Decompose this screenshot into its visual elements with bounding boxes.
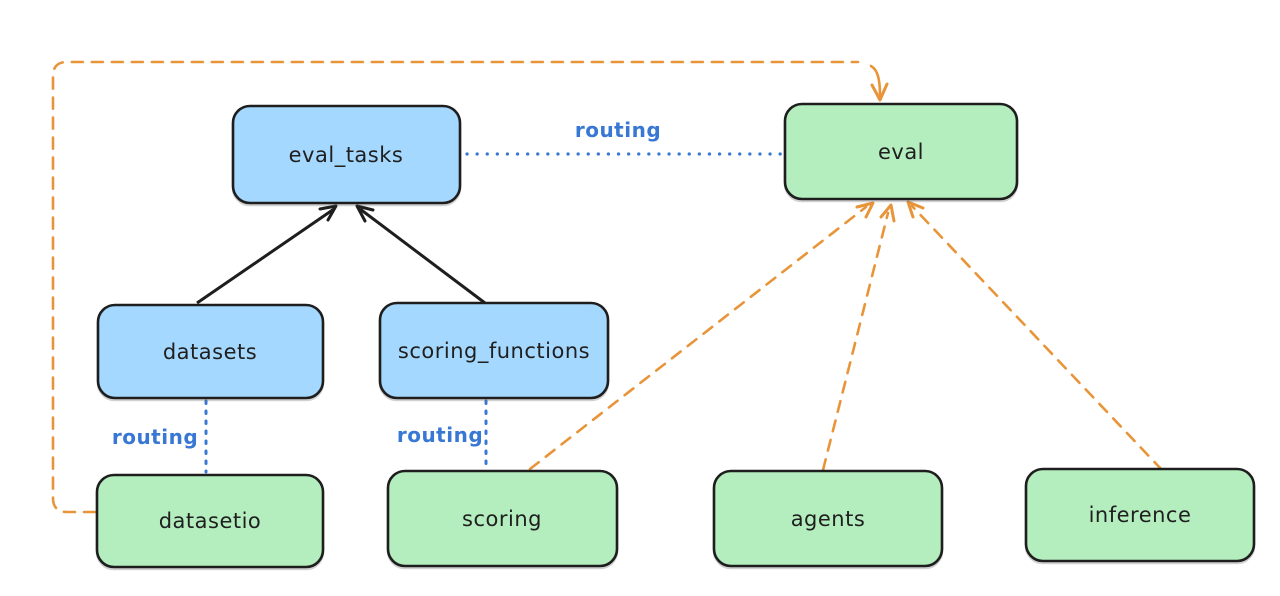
node-eval-box [783,102,1019,201]
node-agents: agents [712,469,944,568]
node-scoring: scoring [386,469,619,568]
node-eval-tasks: eval_tasks [231,104,462,205]
node-datasets-label: datasets [163,340,257,364]
node-eval-tasks-box [231,104,462,205]
arrowhead-inference-eval [906,200,925,219]
edge-datasets-evaltasks [196,207,335,305]
arrowhead-into-eval-top [870,82,889,102]
node-scoring-functions: scoring_functions [378,301,610,400]
node-scoring-functions-box [378,301,610,400]
arrowhead-scoring-eval [855,201,875,219]
node-inference: inference [1024,467,1256,563]
edge-agents-eval [821,211,890,472]
routing-label-middle: routing [397,423,483,447]
node-datasets: datasets [96,303,325,400]
node-eval-label: eval [878,140,924,164]
edge-datasetio-eval-loop-descent [869,64,882,98]
node-datasets-box [96,303,325,400]
node-datasetio-box [95,473,325,569]
node-scoring-box [386,469,619,568]
node-datasetio: datasetio [95,473,325,569]
routing-label-top: routing [575,118,661,142]
node-inference-label: inference [1089,503,1192,527]
arrowhead-agents-eval [879,203,896,223]
arrowhead-scoringfunctions-evaltasks [355,204,375,223]
node-agents-label: agents [791,507,866,531]
node-agents-box [712,469,944,568]
routing-label-left: routing [112,425,198,449]
edge-inference-eval [910,204,1164,472]
edge-datasetio-eval-loop [51,60,860,514]
node-scoring-label: scoring [462,507,542,531]
arrowhead-datasets-evaltasks [318,204,338,222]
edge-scoringfunctions-evaltasks [359,207,486,305]
edge-scoring-eval [528,205,868,471]
node-datasetio-label: datasetio [159,509,262,533]
node-inference-box [1024,467,1256,563]
node-scoring-functions-label: scoring_functions [398,339,590,364]
node-eval-tasks-label: eval_tasks [289,143,404,168]
node-eval: eval [783,102,1019,201]
